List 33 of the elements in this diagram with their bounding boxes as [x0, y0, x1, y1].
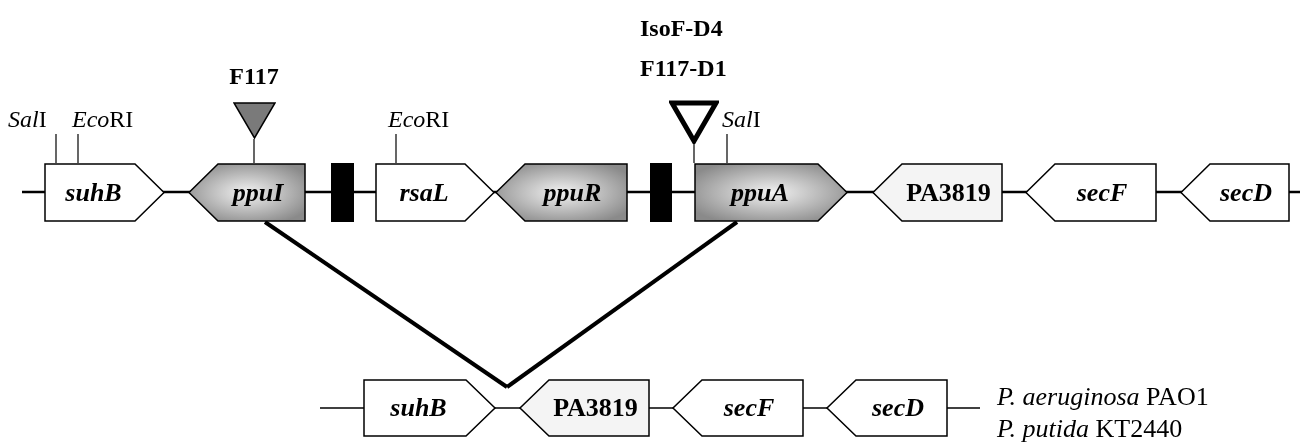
- gene-label: ppuA: [731, 179, 789, 206]
- enzyme-numeral: RI: [109, 105, 134, 134]
- leader-line: [693, 143, 695, 164]
- insertion-label: F117-D1: [640, 54, 727, 83]
- gene-label: secF: [723, 395, 775, 421]
- strain-label: P. aeruginosa PAO1: [997, 381, 1209, 413]
- leader-line: [395, 133, 397, 164]
- deletion-line: [263, 220, 509, 389]
- insertion-label: IsoF-D4: [640, 14, 723, 43]
- leader-line: [253, 138, 255, 164]
- gene-label: PA3819: [906, 179, 991, 206]
- enzyme-numeral: I: [752, 105, 761, 134]
- gene-label: ppuI: [232, 179, 284, 206]
- leader-line: [77, 133, 79, 164]
- gene-label: secD: [1220, 179, 1272, 206]
- enzyme-name: Sal: [8, 105, 39, 134]
- enzyme-name: Sal: [722, 105, 753, 134]
- enzyme-name: Eco: [72, 105, 110, 134]
- gene-label: suhB: [390, 395, 447, 421]
- gene-label: secD: [872, 395, 924, 421]
- enzyme-numeral: I: [38, 105, 47, 134]
- gene-label: ppuR: [543, 179, 602, 206]
- enzyme-name: Eco: [388, 105, 426, 134]
- insertion-label: F117: [229, 62, 279, 91]
- gene-label: rsaL: [399, 179, 449, 206]
- gene-label: secF: [1076, 179, 1128, 206]
- gene-label: suhB: [65, 179, 122, 206]
- enzyme-numeral: RI: [425, 105, 450, 134]
- leader-line: [55, 133, 57, 164]
- leader-line: [726, 133, 728, 164]
- deletion-line: [505, 220, 739, 389]
- strain-label: P. putida KT2440: [997, 413, 1183, 445]
- gene-label: PA3819: [553, 395, 638, 421]
